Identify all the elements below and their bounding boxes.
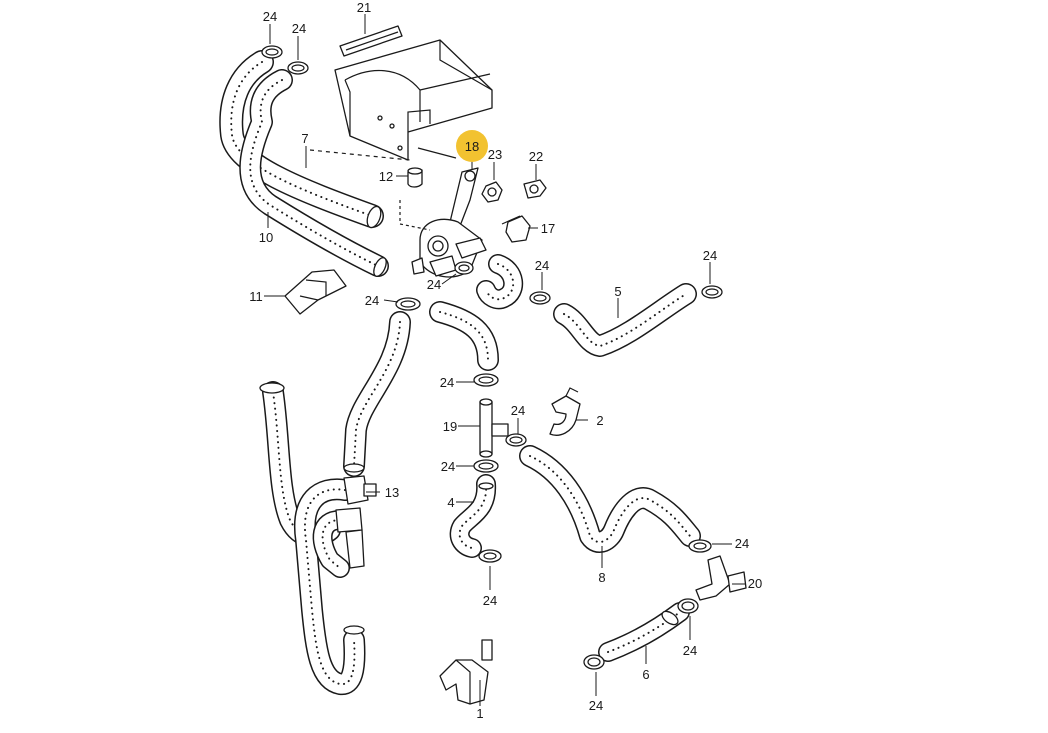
callout-18: 18 [465,139,479,154]
clamp-24-g [473,373,499,387]
mounting-bracket [309,39,493,161]
callout-24: 24 [427,277,441,292]
hose-to-tee [429,301,499,371]
callout-12: 12 [379,169,393,184]
connector-20 [695,555,747,601]
nut-23 [481,181,503,203]
tee-19 [479,398,509,458]
hose-4 [449,474,497,558]
callout-24: 24 [263,9,277,24]
clamp-24-c [454,261,474,275]
clamp-24-m [583,654,605,670]
bolt-22 [523,179,547,199]
callout-1: 1 [476,706,483,721]
clamp-24-a [261,45,283,59]
callout-24: 24 [735,536,749,551]
callout-labels: 24 24 21 7 12 23 22 17 10 11 24 24 24 5 … [249,0,762,721]
callout-13: 13 [385,485,399,500]
callout-8: 8 [598,570,605,585]
clamp-24-d [529,291,551,305]
callout-11: 11 [249,289,263,304]
callout-24: 24 [365,293,379,308]
clamp-24-i [473,459,499,473]
highlight-circle [456,130,488,162]
callout-10: 10 [259,230,273,245]
callout-5: 5 [614,284,621,299]
clamp-24-l [677,598,699,614]
hose-5 [553,283,697,357]
callout-24: 24 [483,593,497,608]
bracket-1 [439,639,493,705]
clamps-24 [261,45,723,670]
clamp-24-b [287,61,309,75]
callout-24: 24 [683,643,697,658]
callout-17: 17 [541,221,555,236]
hose-10 [239,69,389,277]
callout-24: 24 [511,403,525,418]
clip-17 [501,215,531,243]
callout-24: 24 [441,459,455,474]
callout-2: 2 [596,413,603,428]
callout-22: 22 [529,149,543,164]
callout-24: 24 [589,698,603,713]
clamp-24-j [478,549,502,563]
hose-6 [598,602,690,662]
hose-8 [519,445,701,553]
callout-23: 23 [488,147,502,162]
callout-24: 24 [535,258,549,273]
callout-19: 19 [443,419,457,434]
cap-12 [407,167,423,188]
callout-20: 20 [748,576,762,591]
callout-24: 24 [440,375,454,390]
clamp-24-h [505,433,527,447]
bracket-2 [549,387,581,436]
hose-7 [219,50,384,229]
callout-4: 4 [447,495,454,510]
hose-elbow-pump [476,254,523,310]
bracket-11 [284,269,347,315]
callout-21: 21 [357,0,371,15]
clamp-24-e [701,285,723,299]
callout-24: 24 [292,21,306,36]
clamp-24-k [688,539,712,553]
highlight-marker-18[interactable]: 18 [456,130,488,162]
callout-7: 7 [301,131,308,146]
callout-24: 24 [703,248,717,263]
callout-6: 6 [642,667,649,682]
hose-13-assembly [259,311,411,696]
leader-lines [264,14,746,706]
clamp-24-f [395,297,421,311]
strip-21 [339,25,403,57]
